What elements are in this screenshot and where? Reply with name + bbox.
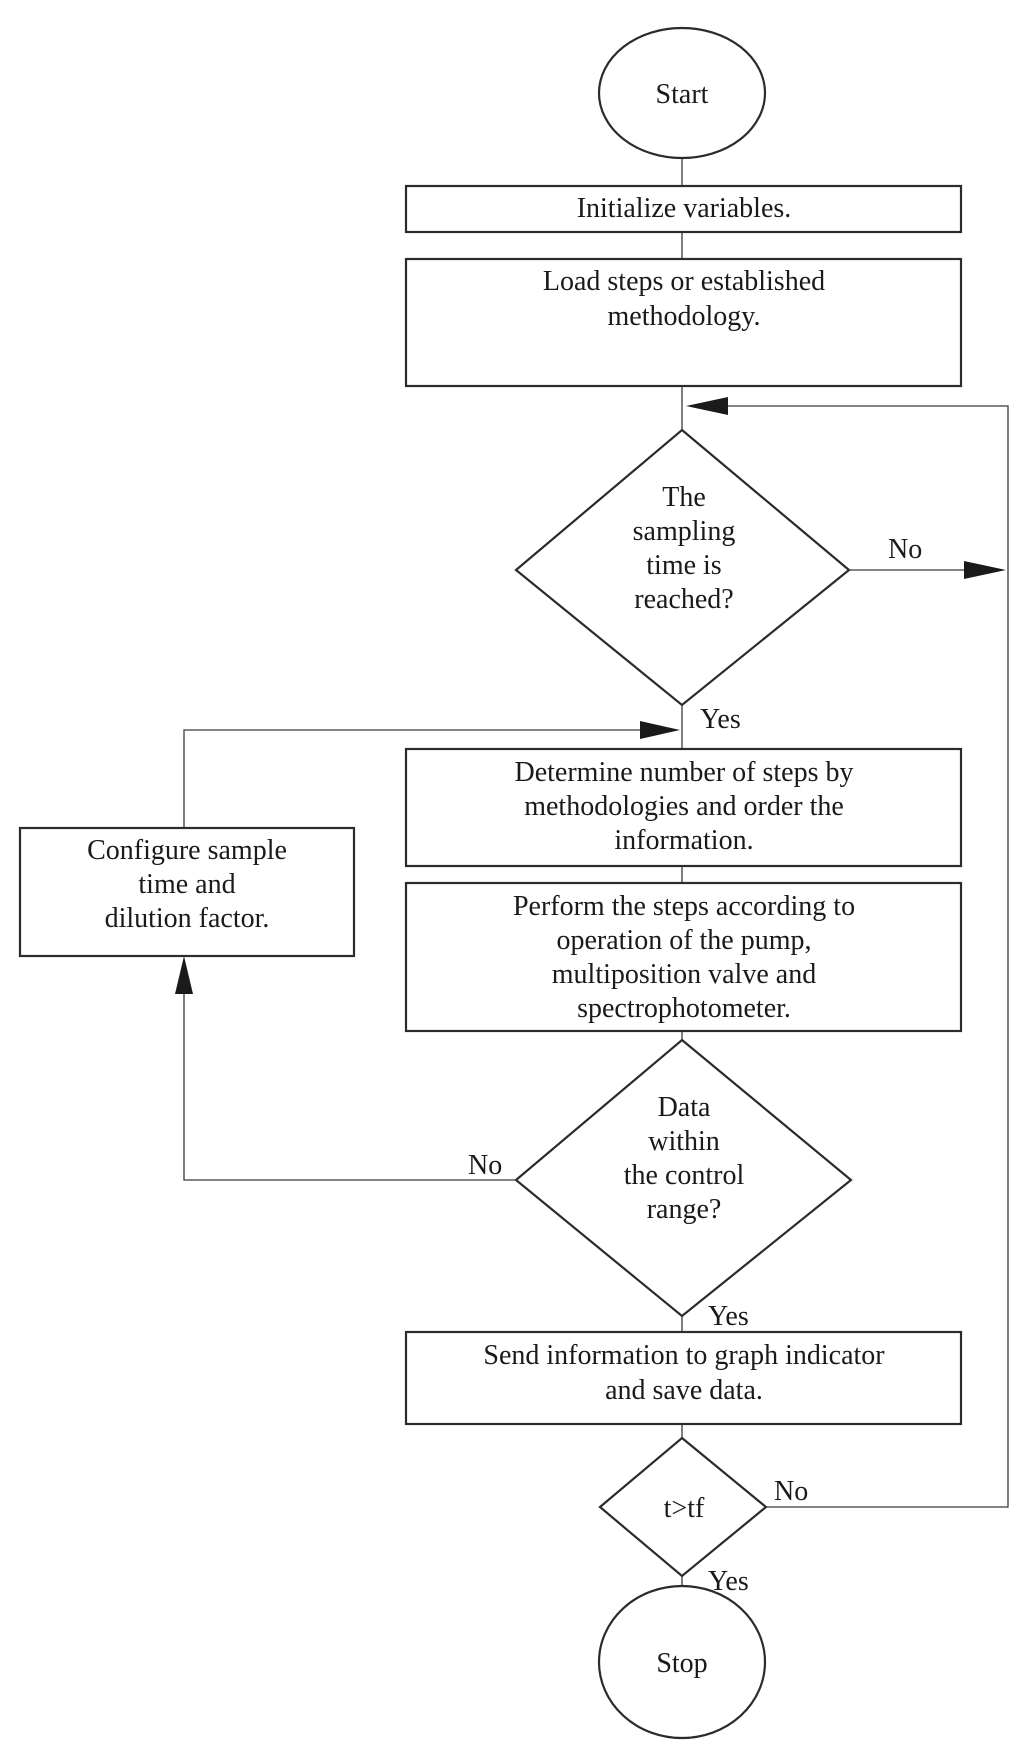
connector-datarange-no [183, 994, 516, 1181]
node-text-line: Initialize variables. [577, 193, 792, 224]
datarange-yes-label: Yes [708, 1301, 749, 1332]
node-text-line: operation of the pump, [556, 925, 811, 956]
node-text-line: time is [646, 550, 721, 581]
node-text-line: Data [658, 1092, 711, 1123]
node-text-line: range? [647, 1194, 722, 1225]
node-text-line: the control [624, 1160, 745, 1191]
node-text-line: information. [614, 825, 753, 856]
stop-node [597, 1584, 767, 1740]
arrowhead-sampling-no [964, 561, 1006, 579]
start-label: Start [656, 79, 709, 110]
node-text-line: within [648, 1126, 720, 1157]
node-text-line: Send information to graph indicator [483, 1340, 885, 1371]
tcheck-yes-label: Yes [708, 1566, 749, 1597]
node-text-line: multiposition valve and [552, 959, 816, 990]
node-text-line: dilution factor. [105, 903, 270, 934]
node-text-line: Configure sample [87, 835, 287, 866]
sampling-no-label: No [888, 534, 922, 565]
node-text-line: The [662, 482, 706, 513]
sampling-decision [514, 428, 851, 707]
node-text-line: sampling [633, 516, 736, 547]
tcheck-decision [598, 1436, 768, 1578]
tcheck-label: t>tf [664, 1493, 705, 1524]
tcheck-no-label: No [774, 1476, 808, 1507]
connector-tcheck-no-loop [700, 405, 1009, 1508]
perform-box [404, 881, 963, 1033]
node-text-line: Load steps or established [543, 266, 825, 297]
node-text-line: Stop [656, 1648, 707, 1679]
init-box [404, 184, 963, 234]
node-text-line: and save data. [605, 1375, 763, 1406]
arrowhead-datarange-no [175, 956, 193, 994]
load-box [404, 257, 963, 388]
node-text-line: t>tf [664, 1493, 705, 1524]
arrowhead-configure-return [640, 721, 680, 739]
node-text-line: Start [656, 79, 709, 110]
start-node [597, 26, 767, 160]
sampling-yes-label: Yes [700, 704, 741, 735]
node-text-line: methodologies and order the [524, 791, 844, 822]
load-label: Load steps or established methodology. [543, 266, 825, 332]
connector-configure-return [183, 729, 640, 828]
determine-box [404, 747, 963, 868]
node-text-line: spectrophotometer. [577, 993, 791, 1024]
datarange-decision [514, 1038, 853, 1318]
configure-box [18, 826, 356, 958]
node-text-line: time and [138, 869, 235, 900]
arrowhead-loop-return [686, 397, 728, 415]
stop-label: Stop [656, 1648, 707, 1679]
send-label: Send information to graph indicator and s… [483, 1340, 885, 1406]
node-text-line: methodology. [608, 301, 761, 332]
node-text-line: Determine number of steps by [514, 757, 853, 788]
init-label: Initialize variables. [577, 193, 792, 224]
node-text-line: Perform the steps according to [513, 891, 855, 922]
node-text-line: reached? [634, 584, 733, 615]
datarange-no-label: No [468, 1150, 502, 1181]
send-box [404, 1330, 963, 1426]
